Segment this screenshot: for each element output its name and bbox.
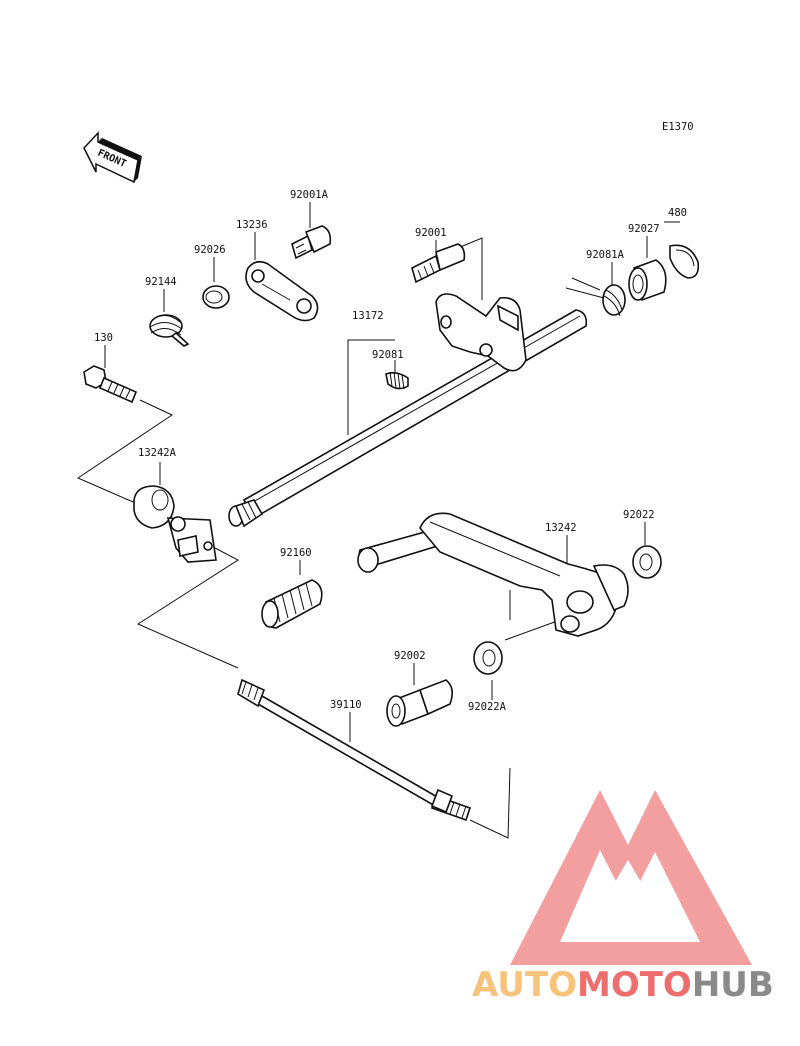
label-13236: 13236 xyxy=(236,219,268,231)
label-92022: 92022 xyxy=(623,509,655,521)
part-92002-bolt xyxy=(386,679,454,727)
part-92144-spring xyxy=(149,314,190,347)
watermark-text-auto: AUTO xyxy=(472,965,577,1005)
front-arrow-icon: FRONT xyxy=(83,131,142,184)
label-92022A: 92022A xyxy=(468,701,507,713)
diagram-code: E1370 xyxy=(662,121,694,133)
label-13242A: 13242A xyxy=(138,447,177,459)
part-13236-lever xyxy=(245,260,319,322)
label-13242: 13242 xyxy=(545,522,577,534)
part-13242-shift-pedal xyxy=(357,512,629,637)
part-92022-washer xyxy=(632,545,662,579)
label-480: 480 xyxy=(668,207,687,219)
label-92026: 92026 xyxy=(194,244,226,256)
label-92081A: 92081A xyxy=(586,249,625,261)
watermark-text: AUTOMOTOHUB xyxy=(472,965,774,1005)
label-92027: 92027 xyxy=(628,223,660,235)
watermark-logo xyxy=(510,790,752,965)
label-92160: 92160 xyxy=(280,547,312,559)
part-92081A-spring xyxy=(565,277,626,317)
label-39110: 39110 xyxy=(330,699,362,711)
part-92026-washer xyxy=(202,285,230,309)
part-480-circlip xyxy=(669,244,700,279)
leader-lines xyxy=(76,202,680,839)
label-92001A: 92001A xyxy=(290,189,329,201)
part-92022A-washer xyxy=(473,641,503,675)
part-92160-pedal-rubber xyxy=(261,579,323,629)
part-13172-shift-shaft xyxy=(228,293,588,528)
label-92144: 92144 xyxy=(145,276,177,288)
part-13242A-rod-end xyxy=(133,485,217,563)
label-13172: 13172 xyxy=(352,310,384,322)
label-92002: 92002 xyxy=(394,650,426,662)
label-92081: 92081 xyxy=(372,349,404,361)
watermark-text-hub: HUB xyxy=(692,965,774,1005)
label-92001: 92001 xyxy=(415,227,447,239)
part-labels: 130 92144 92026 13236 92001A 92001 92081… xyxy=(94,189,687,713)
part-92027-collar xyxy=(628,259,667,302)
watermark-text-moto: MOTO xyxy=(577,965,692,1005)
part-39110-tie-rod xyxy=(237,678,472,822)
label-130: 130 xyxy=(94,332,113,344)
part-92001A-bolt xyxy=(291,225,332,260)
part-92001-bolt xyxy=(411,243,466,284)
part-92081-spring xyxy=(385,371,409,390)
part-130-bolt xyxy=(83,365,138,404)
